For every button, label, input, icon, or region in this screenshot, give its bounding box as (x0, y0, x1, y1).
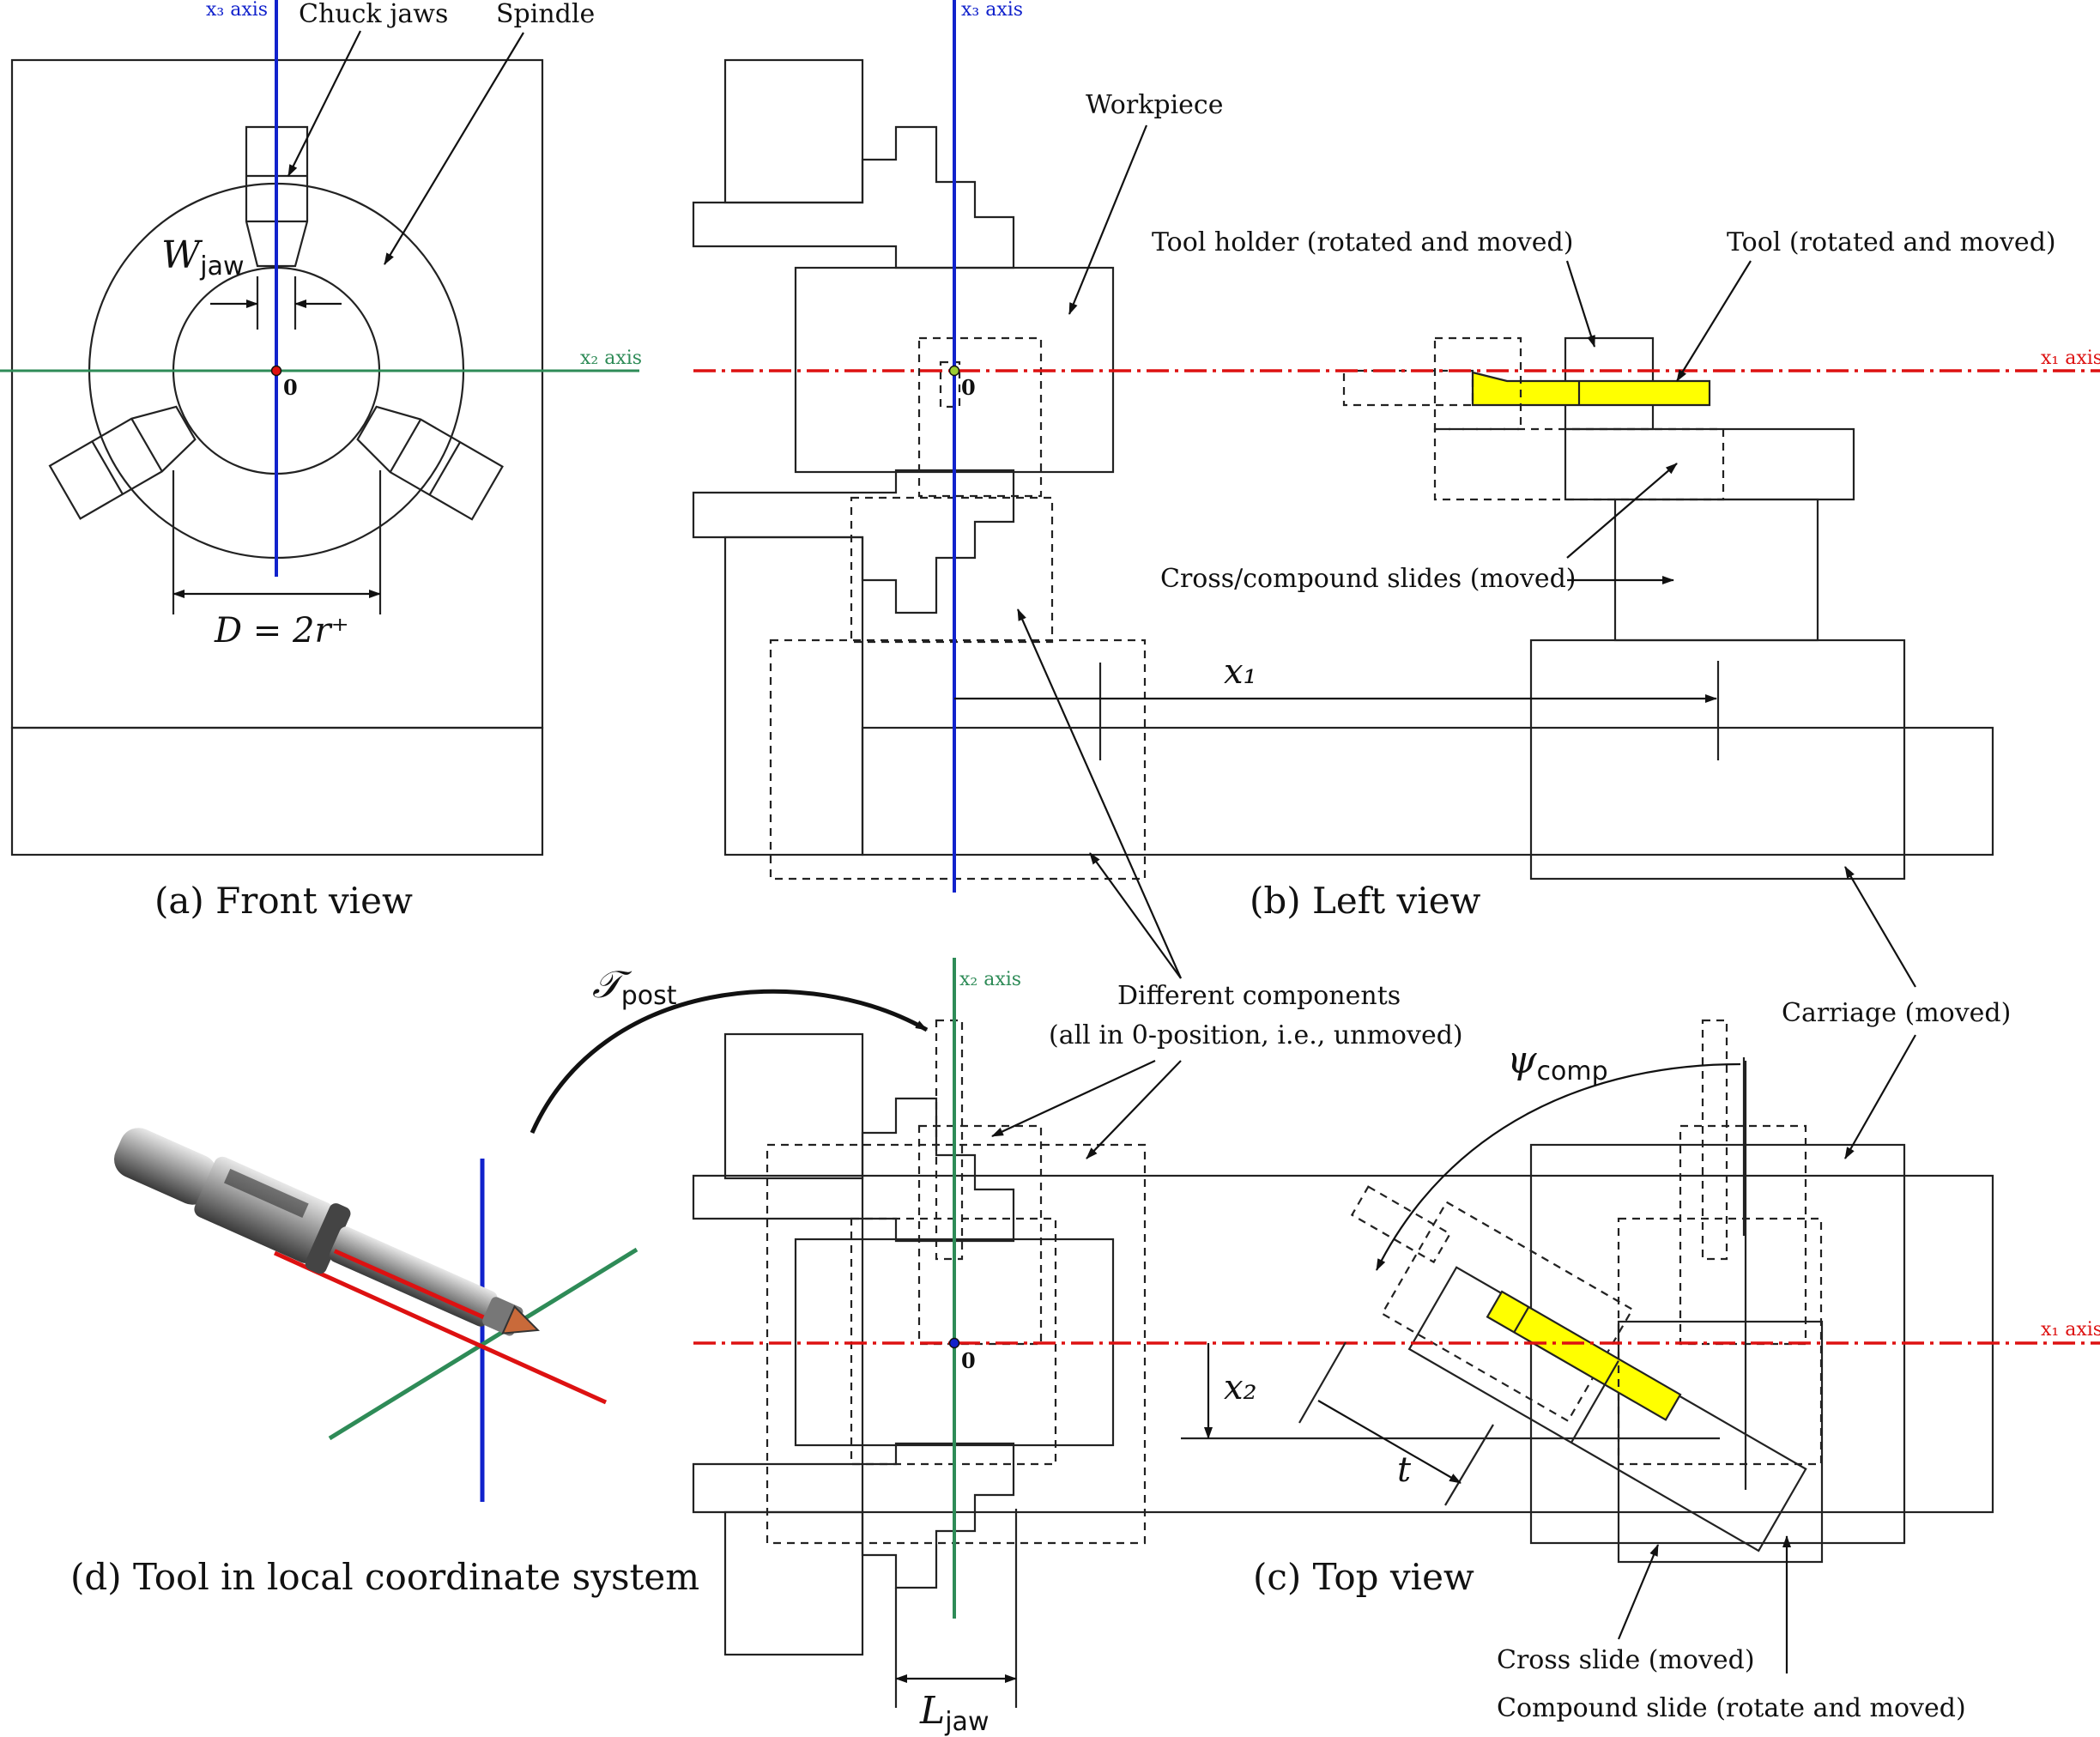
origin-label-front: 0 (283, 375, 298, 400)
w-jaw-label: Wjaw (161, 233, 245, 281)
diff-comp-arrow-4 (1086, 1060, 1182, 1159)
origin-point-top (948, 1337, 960, 1349)
caption-a: (a) Front view (154, 880, 413, 922)
diff-comp-arrow-1 (1016, 608, 1183, 979)
tool-label: Tool (rotated and moved) (1727, 227, 2056, 257)
cross-compound-label: Cross/compound slides (moved) (1160, 564, 1577, 594)
ref-holder-top-dashed (917, 1124, 1043, 1346)
different-components-label: Different components (1117, 981, 1401, 1011)
origin-point-left (948, 365, 960, 377)
carriage-arrow-left (1844, 866, 1916, 988)
ref-tool-dashed (1342, 369, 1474, 407)
headstock-lower (723, 536, 864, 856)
ref-jaw-inner-dashed (939, 360, 961, 409)
spindle-label: Spindle (496, 0, 595, 29)
chuck-jaws-label: Chuck jaws (299, 0, 448, 29)
jaw-lower-top (692, 1442, 1015, 1589)
ref-tool-right-dashed (1701, 1019, 1728, 1261)
tool-holder-arrow (1565, 260, 1596, 348)
t-ext-2 (1444, 1424, 1494, 1506)
caption-c: (c) Top view (1253, 1556, 1474, 1598)
all-zero-position-label: (all in 0-position, i.e., unmoved) (1049, 1020, 1463, 1050)
cross-slide-top (1617, 1320, 1824, 1564)
cross-slide-arrow (1617, 1544, 1660, 1640)
x3-axis-label-front: x₃ axis (206, 0, 268, 21)
boring-bar-tool-icon (113, 1128, 541, 1336)
panel-front-view: 0 x₃ axis x₂ axis Chuck jaws Spindle Wja… (0, 0, 642, 856)
headstock-lower-top (723, 1510, 864, 1656)
workpiece-arrow (1068, 124, 1148, 315)
caption-d: (d) Tool in local coordinate system (70, 1556, 699, 1598)
spindle-arrow (384, 32, 524, 265)
carriage-label: Carriage (moved) (1782, 998, 2011, 1028)
l-jaw-label: Ljaw (919, 1689, 989, 1737)
diff-comp-arrow-2 (1089, 852, 1182, 979)
panel-left-view: 0 x₃ axis x₁ axis x₁ Workpiece Tool hold… (692, 0, 2100, 893)
jaw-upper-side (692, 125, 1015, 269)
cross-compound-arrow-1 (1566, 463, 1678, 559)
origin-label-top: 0 (961, 1348, 976, 1373)
t-dim-label: t (1397, 1450, 1412, 1490)
t-dim-arrow (1317, 1400, 1462, 1484)
bed-front (10, 726, 544, 856)
ref-block-dashed (850, 496, 1054, 644)
t-post-label: 𝒯post (592, 963, 677, 1011)
t-post-arrow (530, 989, 929, 1135)
tool-axis-x2 (328, 1247, 638, 1441)
ref-carriage-dashed (769, 639, 1147, 881)
t-ext-1 (1298, 1341, 1347, 1424)
tool-axis-x1 (273, 1250, 608, 1405)
x2-axis-label-front: x₂ axis (580, 348, 642, 369)
d-formula-label: D = 2r⁺ (214, 611, 349, 651)
ref-slide-right-dashed (1617, 1217, 1823, 1466)
compound-slide-label: Compound slide (rotate and moved) (1497, 1693, 1966, 1723)
x2-dim-label: x₂ (1224, 1368, 1257, 1407)
origin-point-front (270, 365, 282, 377)
x3-axis-label-left: x₃ axis (961, 0, 1023, 21)
compound-slide-rotated (1350, 1185, 1807, 1552)
psi-comp-label: ψcomp (1507, 1038, 1608, 1086)
chuck-jaw-left (48, 405, 197, 520)
caption-b: (b) Left view (1250, 880, 1481, 922)
ref-tool-top-dashed (935, 1019, 964, 1261)
x2-axis-label-top: x₂ axis (959, 969, 1021, 990)
panel-tool-local: 𝒯post (d) Tool in local coordinate syste… (70, 963, 929, 1598)
diff-comp-arrow-3 (991, 1060, 1156, 1137)
carriage-arrow-top (1844, 1034, 1916, 1159)
workpiece-label: Workpiece (1086, 90, 1224, 120)
tool-side (1471, 371, 1711, 407)
cross-slide-label: Cross slide (moved) (1497, 1645, 1755, 1675)
psi-arc-arrow (1376, 1062, 1741, 1271)
cross-slide-side (1613, 498, 1819, 642)
origin-label-left: 0 (961, 375, 976, 400)
ref-slide-dashed (1433, 427, 1725, 501)
tool-holder-label: Tool holder (rotated and moved) (1152, 227, 1573, 257)
chuck-jaw-right (356, 405, 504, 521)
jaw-lower-side (692, 469, 1015, 614)
compound-slide-side (1564, 427, 1855, 501)
x1-axis-label-left: x₁ axis (2041, 348, 2100, 369)
panel-top-view: 0 x₂ axis x₁ axis x₂ t ψcomp Ljaw Differ… (692, 608, 2100, 1737)
jaw-upper-top (692, 1097, 1015, 1243)
x1-axis-label-top: x₁ axis (2041, 1319, 2100, 1341)
bed-left (861, 726, 1994, 856)
chuck-jaws-arrow (287, 30, 361, 177)
x1-dim-label: x₁ (1224, 652, 1257, 692)
headstock-upper-top (723, 1032, 864, 1180)
tool-arrow (1676, 260, 1752, 382)
ref-jaw-dashed-left (917, 336, 1043, 498)
headstock-upper (723, 58, 864, 204)
